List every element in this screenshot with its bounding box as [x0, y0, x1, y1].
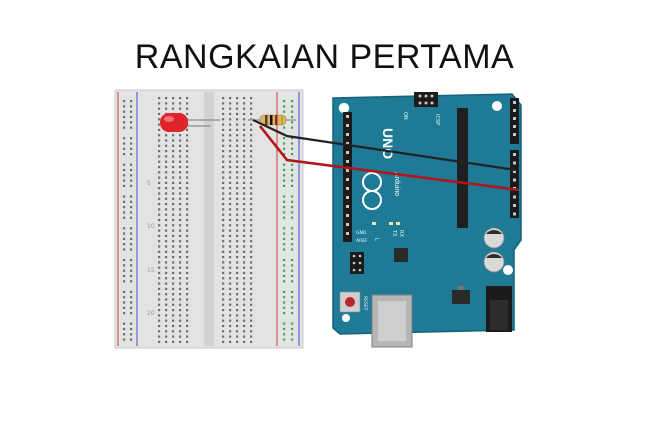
rx-label: RX	[398, 230, 404, 237]
slide-title: RANGKAIAN PERTAMA	[134, 38, 515, 76]
tx-label: TX	[391, 229, 397, 237]
resistor	[248, 114, 296, 126]
led	[160, 113, 220, 132]
analog-header	[510, 98, 519, 144]
mount-hole-3	[503, 265, 513, 275]
row-number-15: 15	[147, 267, 155, 274]
arduino-board: ON ICSP UNO Arduino L TX RX GND AREF	[332, 92, 522, 348]
voltage-regulator	[452, 290, 470, 304]
digital-header	[343, 112, 352, 242]
led-body	[160, 113, 188, 132]
wire-red	[258, 125, 520, 192]
icsp-header-top	[414, 92, 438, 107]
led-tx	[389, 222, 393, 225]
arduino-pcb	[332, 93, 522, 335]
led-highlight	[164, 116, 174, 122]
row-number-10: 10	[147, 223, 155, 230]
wires	[252, 119, 520, 192]
icsp-label: ICSP	[434, 114, 440, 125]
reset-button-cap[interactable]	[345, 297, 355, 307]
center-channel	[204, 92, 214, 346]
uno-text: UNO	[380, 128, 396, 159]
mount-hole-1	[338, 102, 350, 114]
on-label: ON	[402, 112, 408, 120]
resistor-band-4	[281, 115, 283, 125]
mount-hole-2	[492, 101, 502, 111]
reset-label: RESET	[362, 296, 368, 311]
resistor-band-2	[270, 115, 273, 125]
gnd-label: GND	[356, 230, 367, 236]
resistor-band-3	[275, 115, 278, 125]
breadboard: 5 10 15 20	[114, 89, 304, 349]
l-label: L	[373, 238, 379, 241]
wire-black	[252, 119, 517, 172]
analog-header-pins	[513, 101, 516, 136]
breadboard-holes	[123, 97, 294, 343]
aref-label: AREF	[356, 238, 368, 244]
row-number-5: 5	[147, 180, 151, 187]
icsp-header-usb	[350, 252, 364, 274]
led-rx	[396, 222, 400, 225]
microcontroller	[457, 108, 468, 228]
usb-chip	[394, 248, 408, 262]
resistor-band-1	[265, 115, 268, 125]
row-number-20: 20	[147, 310, 155, 317]
brand-text: Arduino	[393, 172, 400, 196]
power-header	[510, 150, 519, 218]
mount-hole-4	[342, 314, 350, 322]
led-l	[372, 222, 376, 225]
digital-header-pins	[346, 115, 349, 235]
